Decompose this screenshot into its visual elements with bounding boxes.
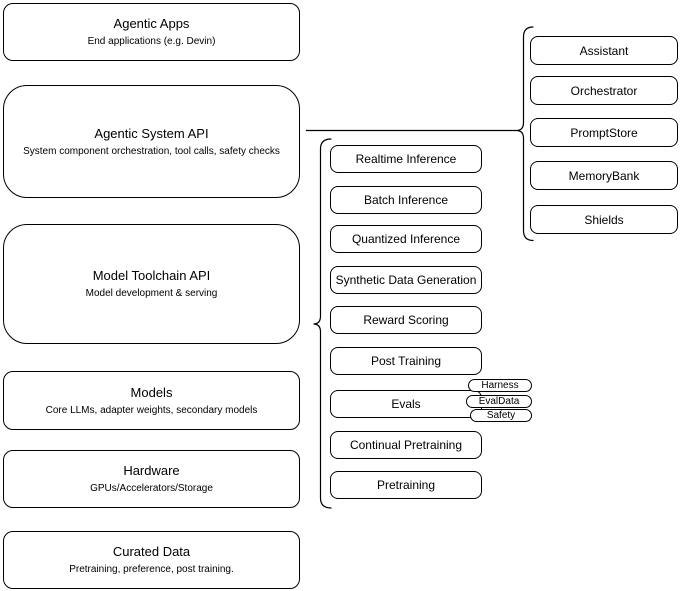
continual-pretraining-node: Continual Pretraining [330, 431, 482, 459]
memorybank-node: MemoryBank [530, 161, 678, 190]
quantized-inference-node: Quantized Inference [330, 225, 482, 253]
hardware-title: Hardware [123, 463, 180, 478]
batch-inference-node: Batch Inference [330, 186, 482, 214]
harness-tag: Harness [468, 379, 532, 392]
curated-data-title: Curated Data [112, 544, 191, 559]
models-subtitle: Core LLMs, adapter weights, secondary mo… [45, 404, 258, 416]
model-toolchain-api-subtitle: Model development & serving [85, 288, 218, 299]
agentic-apps-subtitle: End applications (e.g. Devin) [87, 36, 216, 47]
pretraining-node: Pretraining [330, 471, 482, 499]
toolchain-brace [313, 138, 332, 509]
evals-node: Evals [330, 390, 482, 418]
evaldata-tag: EvalData [466, 395, 532, 408]
promptstore-node: PromptStore [530, 118, 678, 147]
models-title: Models [130, 384, 173, 400]
hardware-node: Hardware GPUs/Accelerators/Storage [3, 450, 300, 508]
reward-scoring-node: Reward Scoring [330, 306, 482, 334]
agentic-system-api-subtitle: System component orchestration, tool cal… [23, 145, 280, 157]
curated-data-subtitle: Pretraining, preference, post training. [69, 564, 234, 575]
curated-data-node: Curated Data Pretraining, preference, po… [3, 531, 300, 589]
agentic-apps-node: Agentic Apps End applications (e.g. Devi… [3, 3, 300, 61]
safety-tag: Safety [470, 409, 532, 422]
model-toolchain-api-title: Model Toolchain API [92, 268, 211, 283]
orchestrator-node: Orchestrator [530, 76, 678, 105]
synthetic-data-generation-node: Synthetic Data Generation [330, 266, 482, 294]
realtime-inference-node: Realtime Inference [330, 145, 482, 173]
models-node: Models Core LLMs, adapter weights, secon… [3, 371, 300, 430]
agentic-system-api-title: Agentic System API [94, 125, 209, 141]
agentic-apps-title: Agentic Apps [113, 16, 190, 31]
shields-node: Shields [530, 205, 678, 234]
post-training-node: Post Training [330, 347, 482, 375]
agentic-system-api-node: Agentic System API System component orch… [3, 85, 300, 198]
assistant-node: Assistant [530, 36, 678, 65]
model-toolchain-api-node: Model Toolchain API Model development & … [3, 224, 300, 344]
hardware-subtitle: GPUs/Accelerators/Storage [90, 483, 213, 494]
